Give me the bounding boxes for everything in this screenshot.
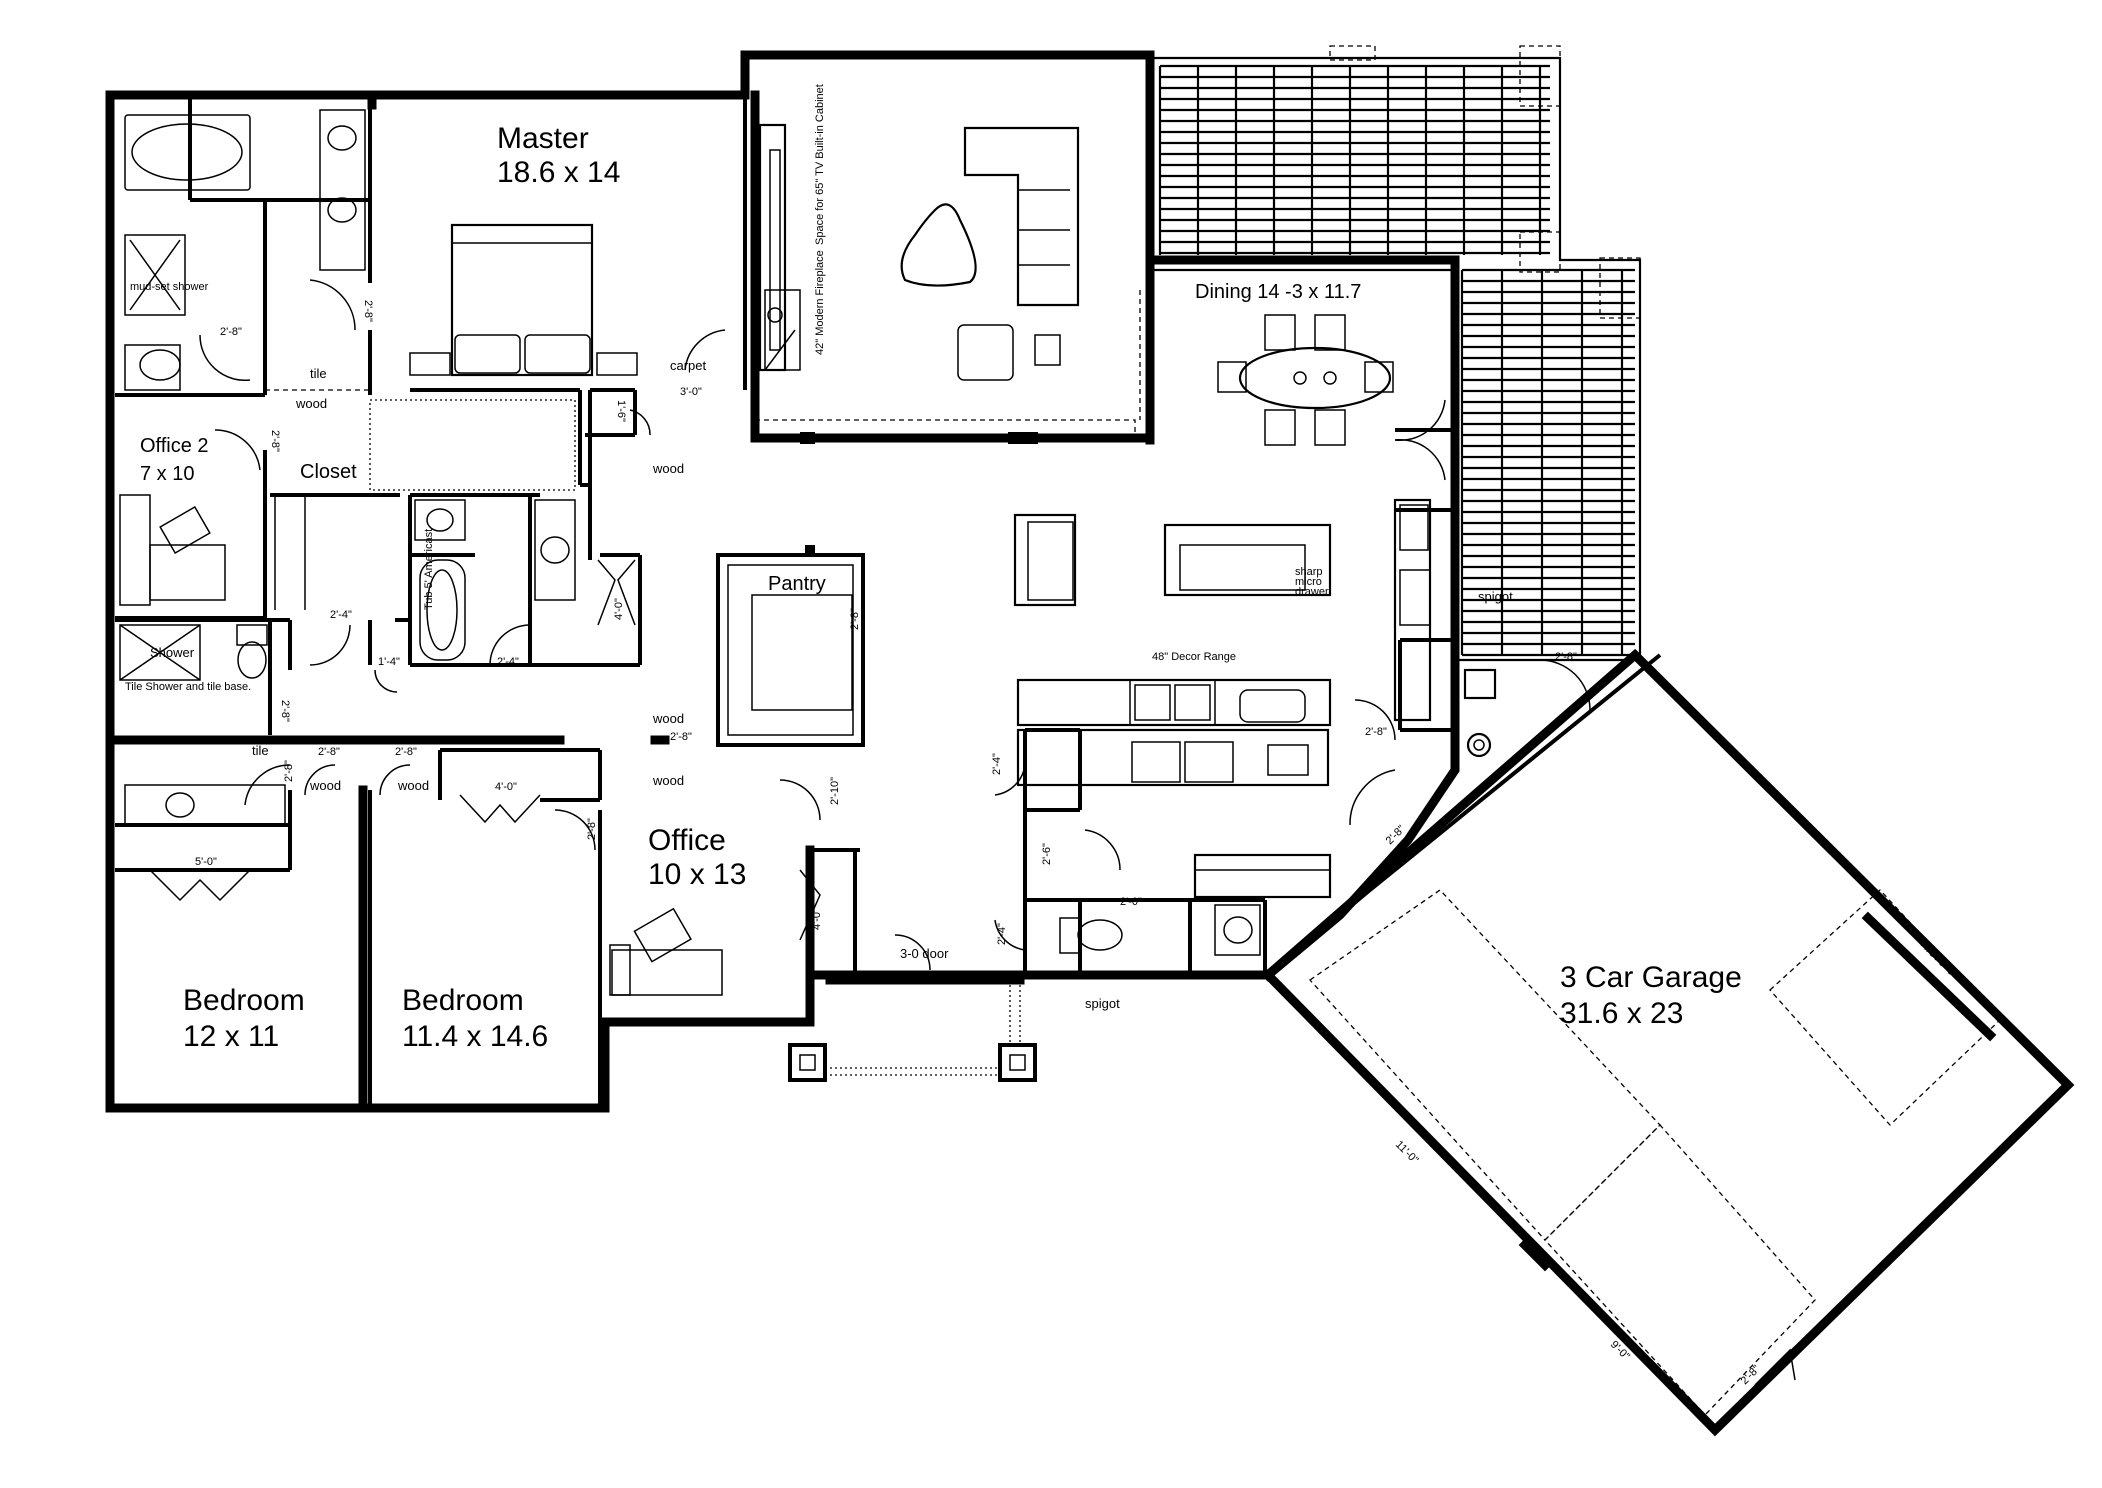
spigot-bottom: spigot [1085, 996, 1120, 1011]
office2-room-dim: 7 x 10 [140, 463, 194, 485]
door-size-bed1: 2'-8" [318, 746, 340, 758]
front-porch [788, 985, 1037, 1082]
hall: wood wood wood 2'-8" wood wood 2'-8" 2'-… [304, 461, 692, 851]
dining-label: Dining 14 -3 x 11.7 [1195, 281, 1361, 303]
door-size-laundry: 2'-8" [1365, 726, 1387, 738]
bedroom2-room-name: Bedroom [402, 984, 524, 1017]
door-size-bed2-closet: 4'-0" [495, 781, 517, 793]
floor-tile-bath3: tile [252, 743, 269, 758]
floor-wood-master: wood [295, 396, 327, 411]
door-size-pwd-b: 2'-6" [1041, 843, 1053, 865]
sharp-label: sharp [1295, 566, 1323, 578]
shower-label: Shower [150, 645, 195, 660]
floor-wood-hall: wood [652, 461, 684, 476]
door-size-office-closet: 4'-0" [811, 908, 823, 930]
floor-wood-bed1: wood [309, 778, 341, 793]
pantry-room-name: Pantry [768, 573, 826, 595]
door-size-master-entry: 3'-0" [680, 386, 702, 398]
bedroom1-room-dim: 12 x 11 [183, 1020, 279, 1053]
tv-space-note: Space for 65" TV Built-in Cabinet [814, 84, 826, 245]
door-size-pwd-c: 2'-4" [996, 923, 1008, 945]
door-size-master-bath-wc: 2'-8" [220, 326, 242, 338]
door-size-bed2: 2'-8" [395, 746, 417, 758]
door-size-bottom: 6'-0" [915, 971, 937, 983]
door-size-garage: 2'-8" [1555, 651, 1577, 663]
interior-walls [110, 95, 1455, 1113]
floor-wood-foyer-2: wood [652, 773, 684, 788]
door-size-foyer: 2'-8" [670, 731, 692, 743]
master-bedroom: Master 18.6 x 14 carpet 3'-0" [409, 122, 726, 398]
powder-room: 2'-4" 2'-6" 2'-4" 2'-0" spigot [991, 753, 1261, 1011]
bath-3: Shower Tile Shower and tile base. 2'-8" … [119, 624, 295, 902]
bedrooms: Bedroom 12 x 11 Bedroom 11.4 x 14.6 [183, 984, 548, 1053]
closet-room-name: Closet [300, 461, 357, 483]
floor-wood-bed2: wood [397, 778, 429, 793]
deck [1148, 45, 1642, 662]
bath-2: Tub 5' Americast 2'-4" 2'-4" 1'-4" 4'-0" [309, 499, 636, 693]
door-size-closet-small: 1'-4" [378, 656, 400, 668]
door-size-shower: 2'-8" [279, 700, 291, 722]
micro-label: micro [1295, 576, 1322, 588]
floor-carpet: carpet [670, 358, 707, 373]
door-size-linen2: 4'-0" [613, 598, 625, 620]
garage-side-dim: 11'-0" [1393, 1139, 1421, 1167]
door-30-label: 3-0 door [900, 946, 949, 961]
door-size-linen: 1'-6" [615, 400, 627, 422]
door-size-bed1-closet: 5'-0" [195, 856, 217, 868]
master-bath: mud-set shower 2'-8" 2'-8" tile wood [124, 109, 374, 411]
office2-room-name: Office 2 [140, 435, 209, 457]
closet: Closet 1'-6" [274, 399, 651, 610]
bedroom1-room-name: Bedroom [183, 984, 305, 1017]
office-room-name: Office [648, 824, 726, 857]
tile-shower-note: Tile Shower and tile base. [125, 681, 251, 693]
door-size-bath2-a: 2'-4" [497, 656, 519, 668]
door-size-pantry2: 2'-10" [829, 777, 841, 805]
door-size-pantry: 2'-8" [849, 608, 861, 630]
kitchen: sharp micro drawer 48" Decor Range 2'-8"… [1013, 498, 1513, 899]
garage-room-name: 3 Car Garage [1560, 961, 1742, 994]
garage: 3 Car Garage 31.6 x 23 2'-8" 2'-8" R.O. … [1266, 651, 2001, 1416]
office-2: Office 2 7 x 10 2'-8" [119, 429, 281, 606]
dining: Dining 14 -3 x 11.7 [1139, 281, 1446, 481]
range-label: 48" Decor Range [1152, 651, 1236, 663]
drawer-label: drawer [1295, 586, 1329, 598]
fireplace-note: 42" Modern Fireplace [814, 250, 826, 355]
office: Office 10 x 13 4'-0" 3-0 door 6'-0" [609, 824, 949, 996]
floor-tile-master: tile [310, 366, 327, 381]
door-size-bath2-b: 2'-4" [330, 609, 352, 621]
spigot-right: spigot [1478, 589, 1513, 604]
door-size-master-bath: 2'-8" [362, 300, 374, 322]
floor-wood-foyer-1: wood [652, 711, 684, 726]
door-size-pwd-top: 2'-0" [1120, 896, 1142, 908]
living-room: Space for 65" TV Built-in Cabinet 42" Mo… [754, 84, 1136, 444]
door-size-office: 2'-8" [586, 818, 598, 840]
door-size-office2: 2'-8" [269, 430, 281, 452]
garage-room-dim: 31.6 x 23 [1560, 997, 1683, 1030]
door-size-pwd-a: 2'-4" [991, 753, 1003, 775]
pantry: Pantry 2'-8" 2'-10" [727, 545, 861, 821]
door-size-bath3: 2'-8" [283, 760, 295, 782]
master-room-name: Master [497, 122, 589, 155]
mudset-shower-label: mud-set shower [130, 281, 209, 293]
office-room-dim: 10 x 13 [648, 858, 746, 891]
tub-label: Tub 5' Americast [423, 529, 435, 610]
master-room-dim: 18.6 x 14 [497, 156, 620, 189]
bedroom2-room-dim: 11.4 x 14.6 [402, 1020, 548, 1053]
